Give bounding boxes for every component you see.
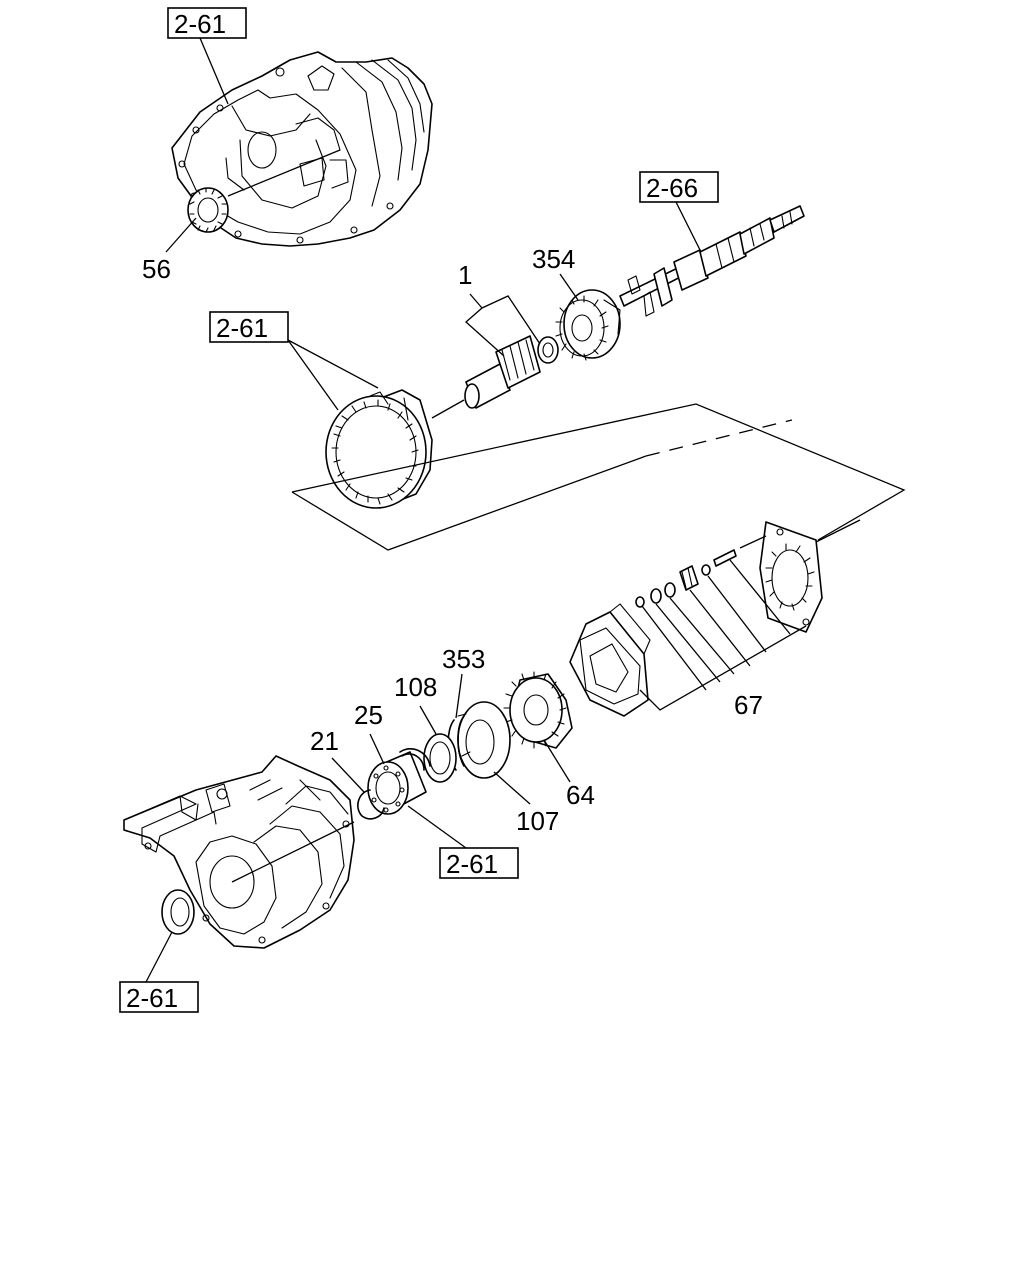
small-parts-67 — [635, 549, 737, 608]
gear-64 — [503, 671, 573, 749]
svg-text:2-61: 2-61 — [446, 849, 498, 879]
label-64: 64 — [566, 780, 595, 810]
axis-line-ring — [431, 399, 465, 419]
leader-ref-top — [199, 37, 229, 105]
gear-56 — [187, 187, 229, 233]
ring-108 — [423, 733, 457, 783]
label-353: 353 — [442, 644, 485, 674]
ref-box-ring: 2-61 — [209, 311, 289, 343]
leader-ref-ring — [287, 339, 379, 411]
output-shaft — [619, 205, 805, 317]
thrust-washer-107 — [457, 701, 511, 779]
leader-353 — [455, 673, 463, 719]
label-21: 21 — [310, 726, 339, 756]
leader-64 — [543, 739, 571, 783]
label-108: 108 — [394, 672, 437, 702]
assembly-bracket — [291, 403, 906, 551]
assembly-bracket-dash — [645, 419, 793, 457]
svg-text:2-61: 2-61 — [216, 313, 268, 343]
leader-21 — [331, 757, 365, 793]
oil-seal — [161, 889, 195, 935]
label-56: 56 — [142, 254, 171, 284]
sleeve-gear-1 — [464, 335, 559, 409]
leader-25 — [369, 733, 385, 765]
leader-108 — [419, 705, 437, 735]
bearing-cover-67 — [569, 603, 651, 717]
ref-box-top: 2-61 — [167, 7, 247, 39]
svg-text:2-61: 2-61 — [126, 983, 178, 1013]
label-354: 354 — [532, 244, 575, 274]
front-case-housing — [171, 51, 433, 247]
svg-text:2-61: 2-61 — [174, 9, 226, 39]
leader-ref-shaft — [675, 201, 701, 251]
rear-case-housing — [123, 755, 355, 949]
svg-text:2-66: 2-66 — [646, 173, 698, 203]
label-107: 107 — [516, 806, 559, 836]
leader-67 — [639, 559, 807, 711]
gear-354 — [555, 289, 621, 361]
snap-ring-21 — [357, 789, 385, 820]
label-67: 67 — [734, 690, 763, 720]
leader-ref-seal — [145, 931, 173, 983]
leader-56 — [165, 217, 197, 253]
label-1: 1 — [458, 260, 472, 290]
ring-gear-drum — [325, 389, 433, 509]
leader-ref-bearing — [407, 805, 467, 849]
ref-box-shaft: 2-66 — [639, 171, 719, 203]
label-25: 25 — [354, 700, 383, 730]
bearing-25 — [367, 748, 431, 815]
leader-354 — [559, 273, 579, 301]
leader-1-bracket — [465, 293, 541, 357]
rear-flange-plate — [759, 521, 823, 633]
axis-line-56 — [227, 149, 341, 197]
ref-box-seal: 2-61 — [119, 981, 199, 1013]
leader-107 — [493, 771, 531, 805]
axis-line-rear — [231, 821, 355, 883]
ref-box-bearing: 2-61 — [439, 847, 519, 879]
axis-line-67 — [739, 519, 861, 549]
